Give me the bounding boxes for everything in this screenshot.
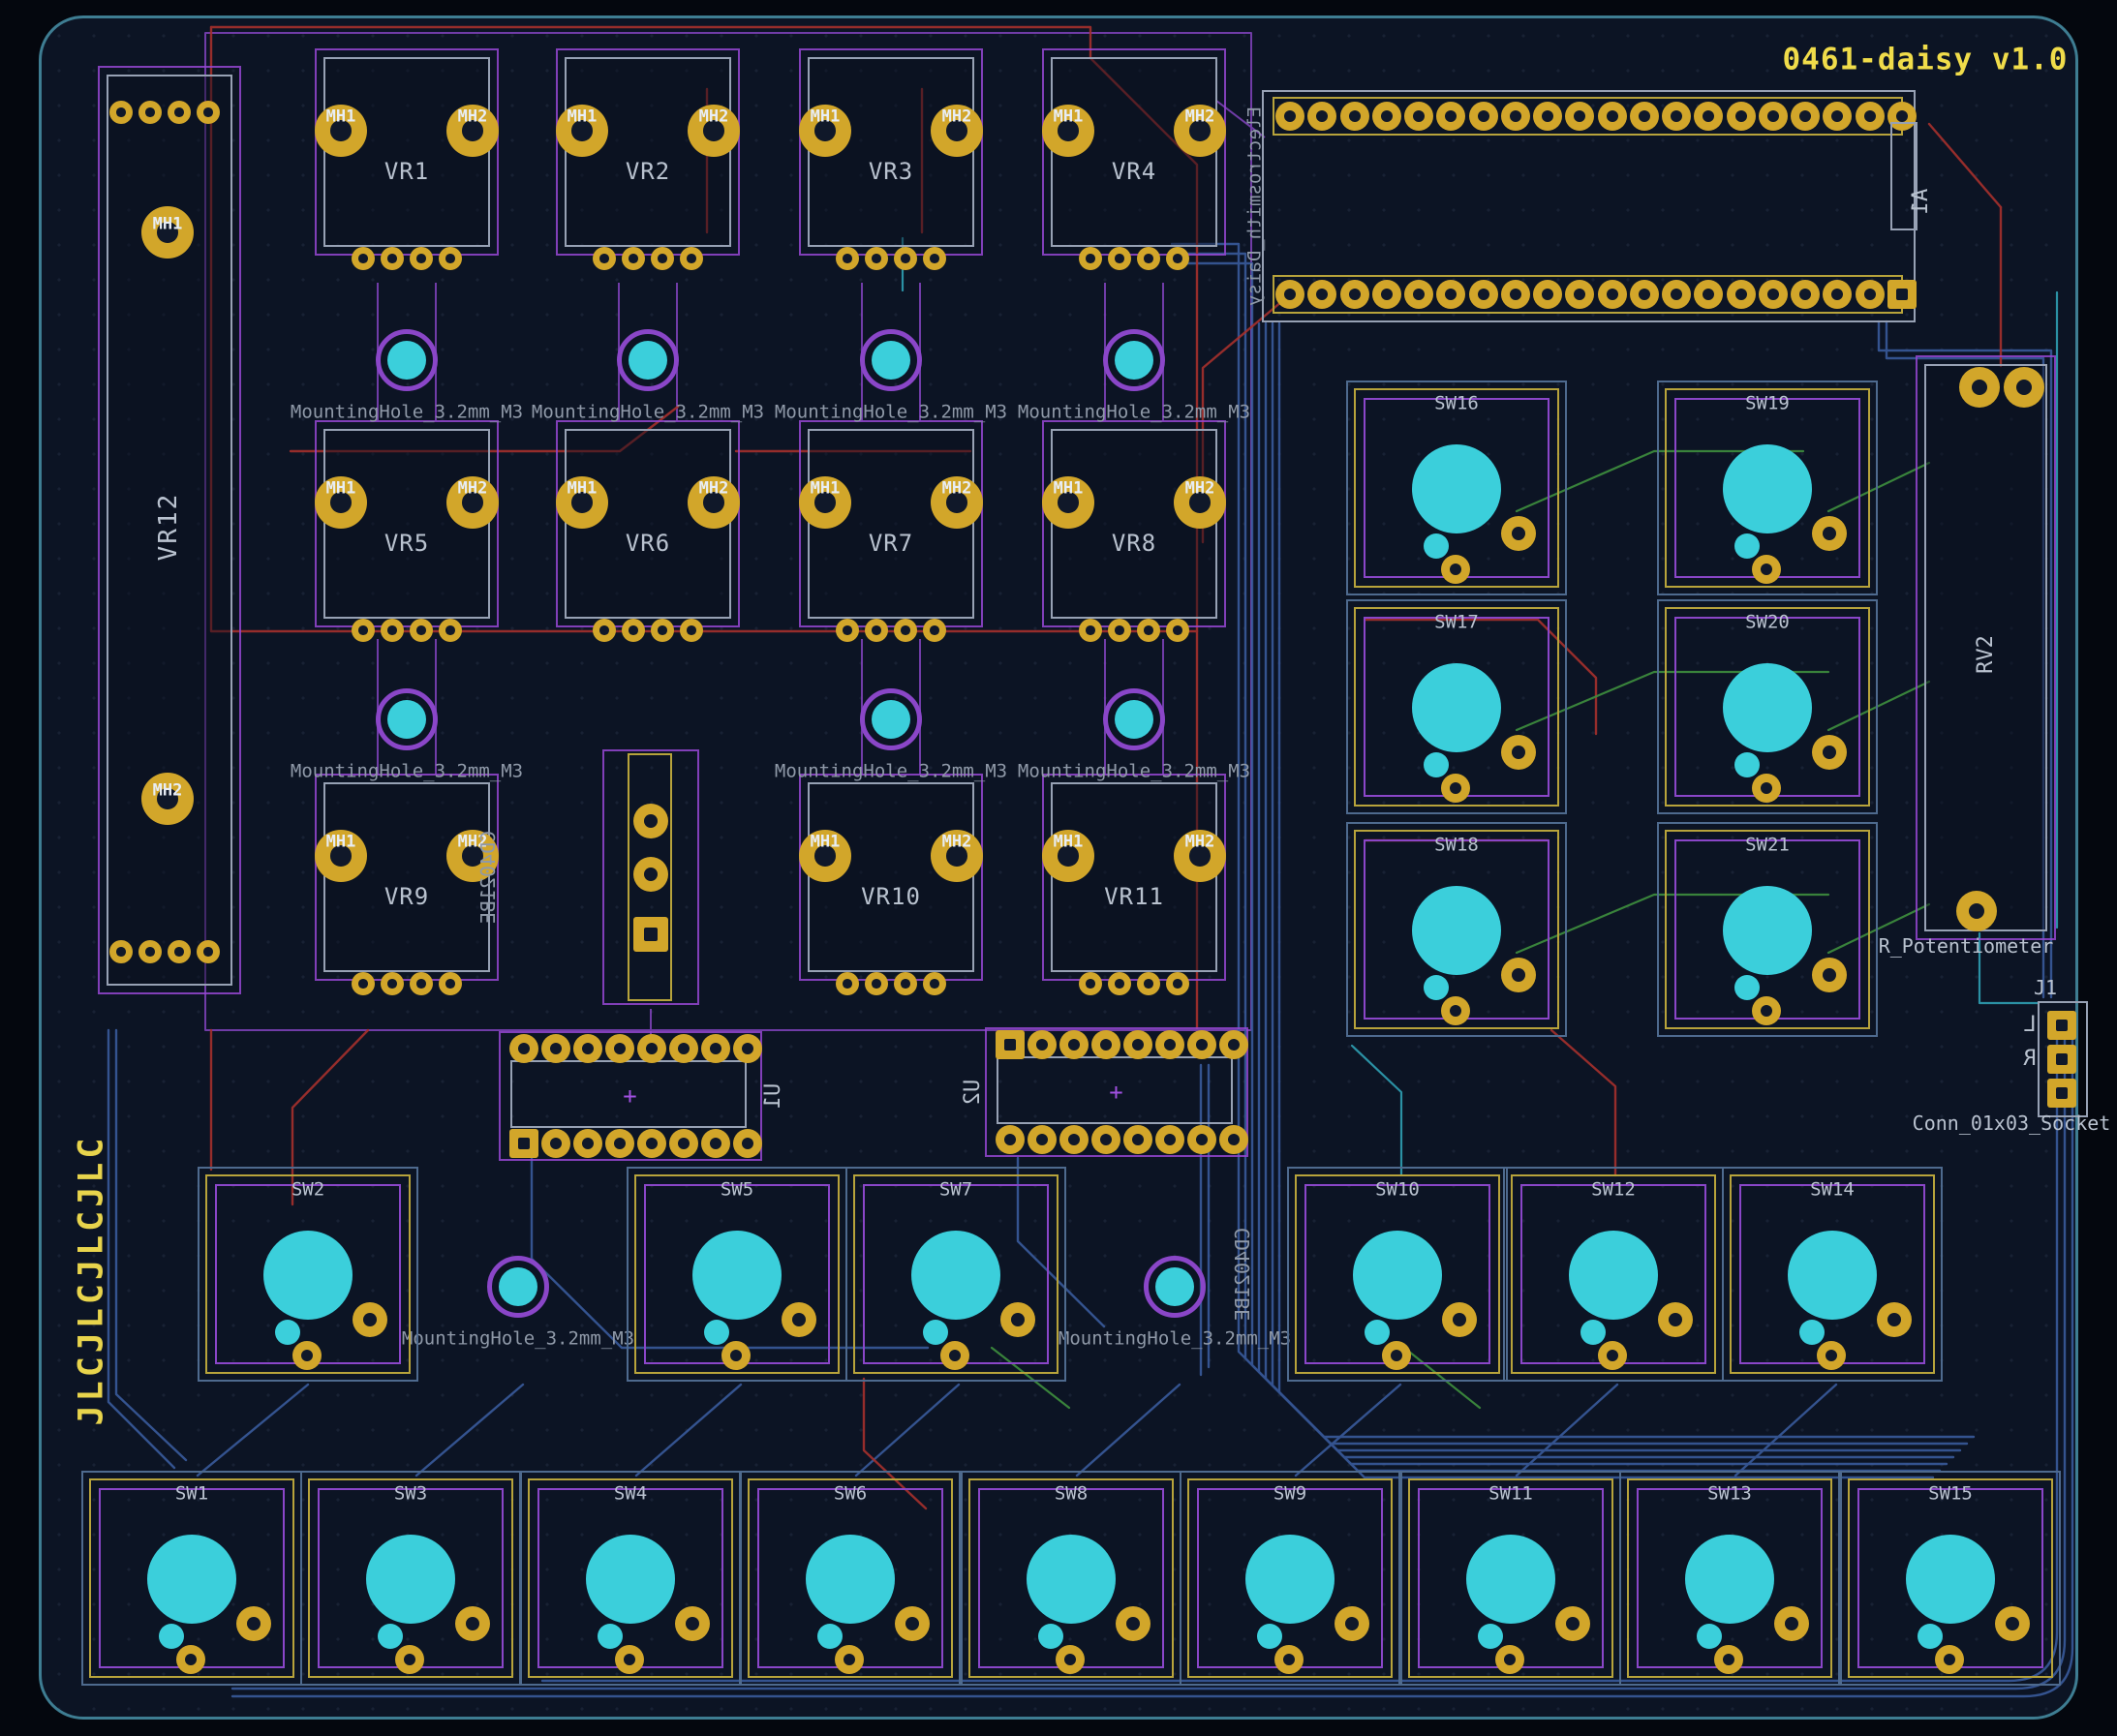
- teal-traces: [901, 236, 2059, 1177]
- silk-courtyard-lines: [204, 32, 1266, 1036]
- back-copper-traces: [107, 242, 2074, 1698]
- inner-layer-traces: [990, 449, 1931, 1410]
